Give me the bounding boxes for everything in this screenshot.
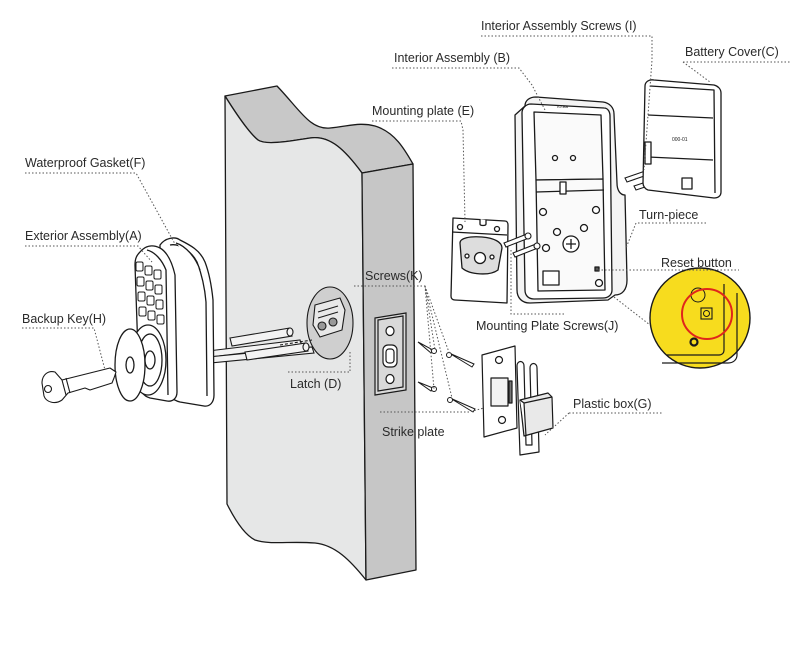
label-latch: Latch (D) (290, 377, 342, 391)
label-mounting-plate-screws: Mounting Plate Screws(J) (476, 319, 619, 333)
exterior-assembly (114, 237, 215, 407)
label-battery-cover: Battery Cover(C) (685, 45, 779, 59)
reset-button-callout (649, 267, 751, 369)
strike-plate (481, 345, 518, 438)
backup-key (41, 367, 117, 404)
label-backup-key: Backup Key(H) (22, 312, 107, 326)
mounting-plate-screws (503, 232, 541, 258)
label-interior-assembly-screws: Interior Assembly Screws (I) (481, 19, 637, 33)
interior-assembly: TO-BB (514, 96, 628, 304)
label-reset-button: Reset button (661, 256, 732, 270)
label-exterior-assembly: Exterior Assembly(A) (25, 229, 142, 243)
svg-text:000-01: 000-01 (672, 137, 688, 143)
keypad-buttons (135, 261, 165, 325)
label-turn-piece: Turn-piece (639, 208, 699, 222)
label-screws-k: Screws(K) (365, 269, 423, 283)
svg-text:TO-BB: TO-BB (556, 104, 568, 109)
label-plastic-box: Plastic box(G) (573, 397, 652, 411)
battery-cover: 000-01 (642, 79, 722, 199)
screws-k (417, 341, 476, 413)
label-waterproof-gasket: Waterproof Gasket(F) (25, 156, 146, 170)
plastic-box (516, 360, 554, 456)
mounting-plate (450, 217, 509, 304)
door (224, 85, 417, 581)
leader-lines (22, 35, 790, 436)
label-strike-plate: Strike plate (382, 425, 445, 439)
latch-faceplate (374, 312, 407, 396)
label-interior-assembly: Interior Assembly (B) (394, 51, 511, 65)
latch-bore (306, 286, 354, 360)
label-mounting-plate: Mounting plate (E) (372, 104, 475, 118)
